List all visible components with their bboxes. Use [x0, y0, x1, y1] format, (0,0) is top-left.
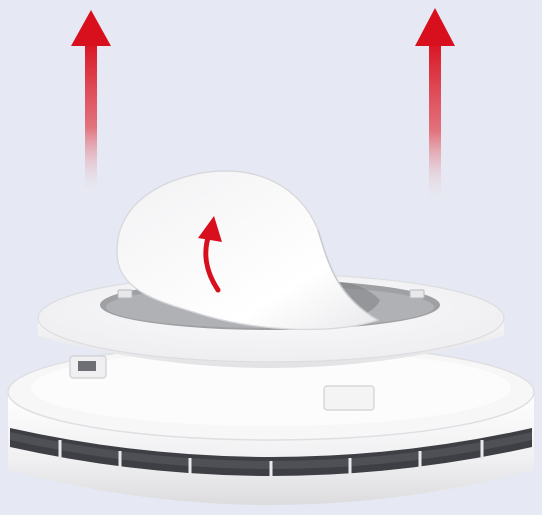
lift-arrow-icon — [71, 10, 111, 198]
smoke-detector-body — [8, 344, 534, 505]
lift-arrow-icon — [415, 8, 455, 205]
